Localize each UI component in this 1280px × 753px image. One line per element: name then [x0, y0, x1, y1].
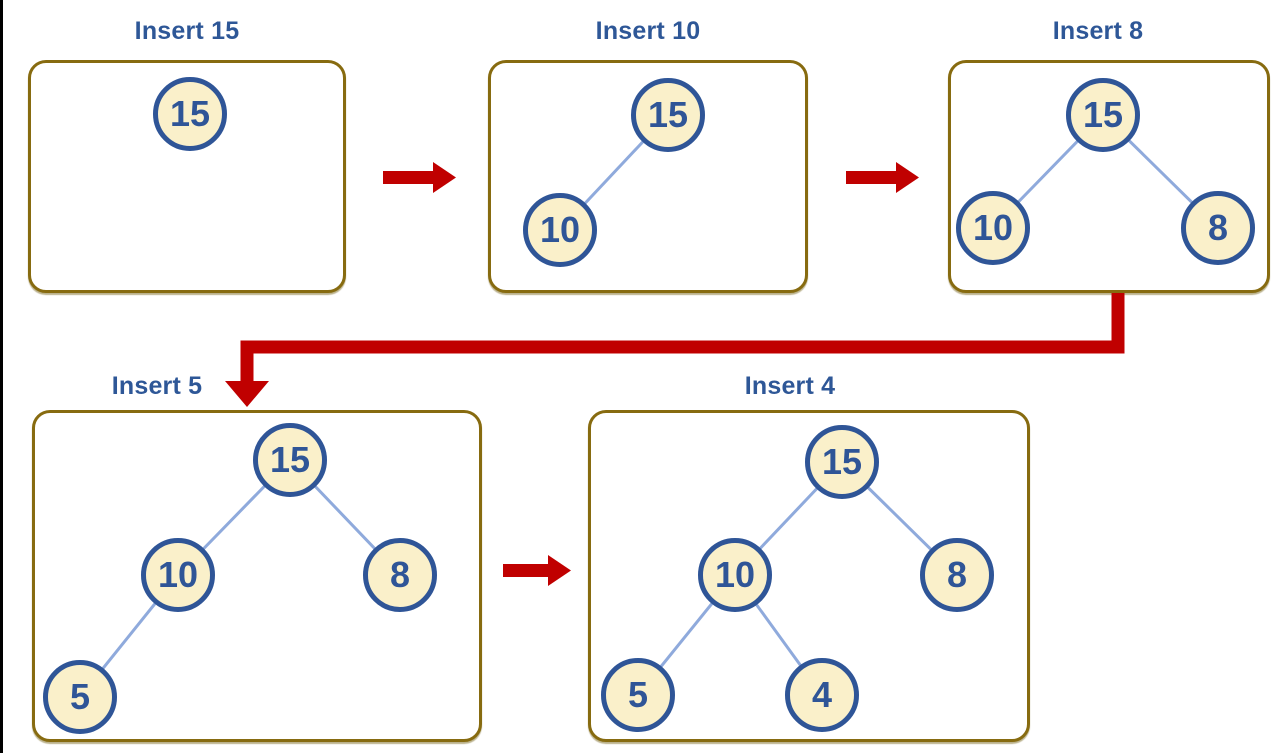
tree-node-value: 15 — [647, 94, 689, 135]
tree-node-value: 8 — [1207, 207, 1229, 248]
tree-node-value: 5 — [69, 676, 91, 717]
tree-node-value: 4 — [811, 674, 833, 715]
panel-title-insert-4: Insert 4 — [744, 372, 836, 400]
tree-node-value: 10 — [972, 207, 1014, 248]
panel-title-insert-8: Insert 8 — [1052, 17, 1144, 45]
tree-node: 10 — [698, 538, 772, 612]
tree-node: 15 — [1066, 78, 1140, 152]
panel-title-insert-5: Insert 5 — [111, 372, 203, 400]
tree-node: 5 — [601, 658, 675, 732]
tree-node-value: 8 — [389, 554, 411, 595]
tree-node: 5 — [43, 660, 117, 734]
tree-node-value: 15 — [269, 439, 311, 480]
flow-arrow-right-icon — [846, 162, 919, 193]
flow-arrow-right-icon — [383, 162, 456, 193]
tree-node: 10 — [956, 191, 1030, 265]
tree-node: 15 — [253, 423, 327, 497]
tree-node: 10 — [141, 538, 215, 612]
tree-node-value: 8 — [946, 554, 968, 595]
tree-node: 15 — [153, 77, 227, 151]
panel-title-insert-15: Insert 15 — [134, 17, 240, 45]
tree-node-value: 10 — [714, 554, 756, 595]
flow-arrow-elbow-icon — [225, 293, 1125, 407]
tree-node: 15 — [805, 425, 879, 499]
screen-edge-bar — [0, 0, 3, 753]
tree-node-value: 10 — [157, 554, 199, 595]
tree-node-value: 15 — [1082, 94, 1124, 135]
tree-node-value: 15 — [169, 93, 211, 134]
tree-node-value: 15 — [821, 441, 863, 482]
tree-node: 4 — [785, 658, 859, 732]
tree-node: 8 — [920, 538, 994, 612]
panel-title-insert-10: Insert 10 — [595, 17, 701, 45]
flow-arrow-right-icon — [503, 555, 571, 586]
tree-node: 15 — [631, 78, 705, 152]
tree-node: 8 — [1181, 191, 1255, 265]
tree-node: 8 — [363, 538, 437, 612]
tree-node: 10 — [523, 193, 597, 267]
tree-node-value: 5 — [627, 674, 649, 715]
tree-node-value: 10 — [539, 209, 581, 250]
